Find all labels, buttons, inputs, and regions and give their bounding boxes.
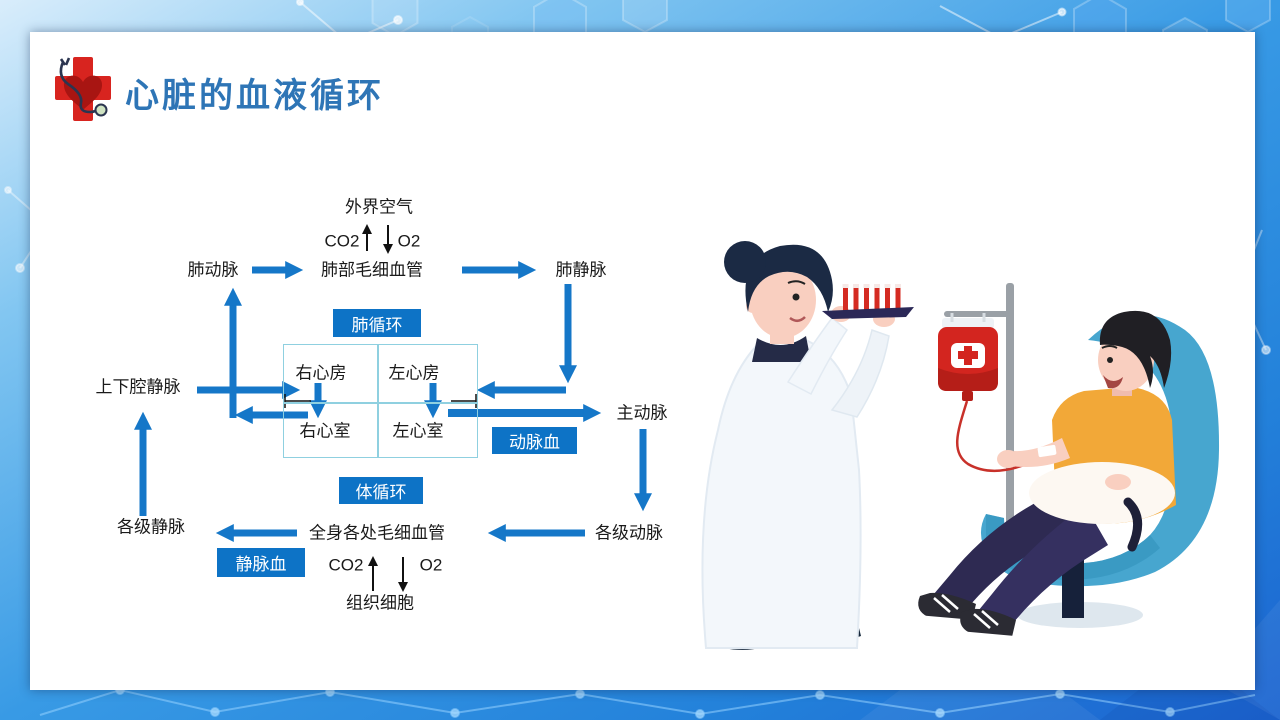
label-lung-capillaries: 肺部毛细血管 <box>321 260 423 280</box>
label-body-capillaries: 全身各处毛细血管 <box>309 523 445 543</box>
badge-systemic-circulation: 体循环 <box>339 477 423 504</box>
label-o2-bottom: O2 <box>419 555 443 575</box>
label-pulmonary-artery: 肺动脉 <box>187 260 239 280</box>
label-o2-top: O2 <box>397 231 421 251</box>
label-left-atrium: 左心房 <box>388 363 440 383</box>
label-pulmonary-vein: 肺静脉 <box>555 260 607 280</box>
label-vena-cava: 上下腔静脉 <box>95 377 181 397</box>
label-co2-top: CO2 <box>324 231 360 251</box>
badge-venous-blood: 静脉血 <box>217 548 305 577</box>
label-right-atrium: 右心房 <box>295 363 347 383</box>
label-arteries: 各级动脉 <box>595 523 663 543</box>
label-left-ventricle: 左心室 <box>392 421 444 441</box>
red-cross-heart-stethoscope-icon <box>55 57 111 121</box>
badge-arterial-blood: 动脉血 <box>492 427 577 454</box>
label-outside-air: 外界空气 <box>345 197 413 217</box>
label-veins: 各级静脉 <box>117 517 185 537</box>
label-right-ventricle: 右心室 <box>299 421 351 441</box>
label-aorta: 主动脉 <box>616 403 668 423</box>
heart-box-horizontal-divider <box>284 402 477 404</box>
heart-chambers-box <box>283 344 478 458</box>
slide-panel <box>30 32 1255 690</box>
badge-pulmonary-circulation: 肺循环 <box>333 309 421 337</box>
label-tissue-cells: 组织细胞 <box>346 593 414 613</box>
label-co2-bottom: CO2 <box>328 555 364 575</box>
heart-box-vertical-divider <box>377 345 379 457</box>
page-title: 心脏的血液循环 <box>125 78 384 115</box>
